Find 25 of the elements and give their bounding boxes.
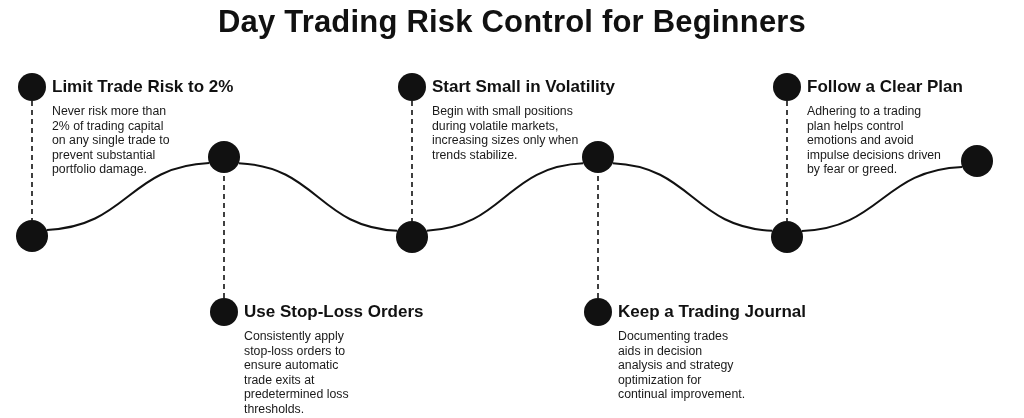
curve-line (611, 162, 774, 232)
step-heading: Limit Trade Risk to 2% (52, 77, 234, 97)
step-heading: Keep a Trading Journal (618, 302, 806, 322)
step-heading: Start Small in Volatility (432, 77, 615, 97)
curve-line (237, 162, 399, 232)
step-heading: Use Stop-Loss Orders (244, 302, 424, 322)
curve-point-circle (208, 141, 240, 173)
curve-line (45, 162, 211, 231)
curve-point-circle (396, 221, 428, 253)
description-text: Consistently apply stop-loss orders to ensure automatic trade exits at predetermined loss thresholds. (244, 329, 350, 417)
dashed-connector (786, 100, 788, 222)
description-text: Begin with small positions during volatile markets, increasing sizes only when trends stabilize. (432, 104, 580, 163)
diagram-title: Day Trading Risk Control for Beginners (216, 4, 808, 40)
curve-point-circle (582, 141, 614, 173)
curve-point-circle (961, 145, 993, 177)
curve-line (425, 162, 585, 232)
description-text: Documenting trades aids in decision analysis and strategy optimization for continual improvement. (618, 329, 747, 402)
description-text: Adhering to a trading plan helps control emotions and avoid impulse decisions driven by fear or greed. (807, 104, 942, 177)
description-text: Never risk more than 2% of trading capital on any single trade to prevent substantial portfolio damage. (52, 104, 171, 177)
curve-point-circle (771, 221, 803, 253)
curve-point-circle (16, 220, 48, 252)
curve-line (800, 165, 964, 233)
step-heading: Follow a Clear Plan (807, 77, 963, 97)
dashed-connector (31, 100, 33, 221)
dashed-connector (411, 100, 413, 222)
